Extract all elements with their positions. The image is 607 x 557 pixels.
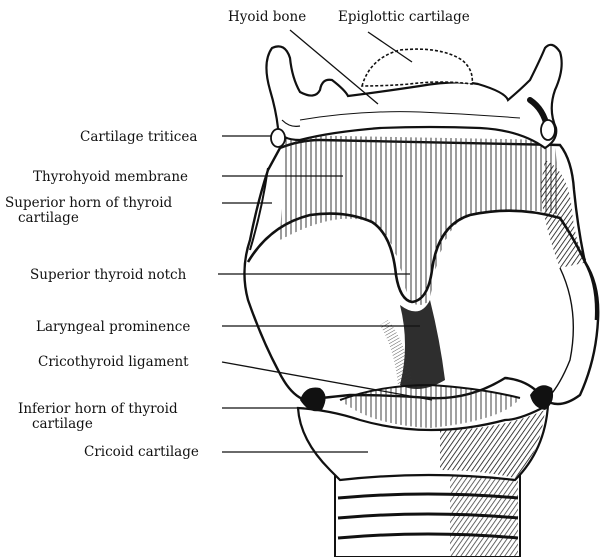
label-cricothyroid-ligament: Cricothyroid ligament — [38, 354, 189, 370]
triticea-left — [271, 129, 285, 147]
label-hyoid-bone: Hyoid bone — [228, 9, 306, 25]
label-superior-horn-line2: cartilage — [18, 210, 79, 226]
label-inferior-horn-line1: Inferior horn of thyroid — [18, 401, 178, 417]
label-laryngeal-prominence: Laryngeal prominence — [36, 319, 190, 335]
epiglottis-shape — [362, 49, 472, 86]
label-cartilage-triticea: Cartilage triticea — [80, 129, 197, 145]
label-inferior-horn-line2: cartilage — [32, 416, 93, 432]
larynx-illustration — [244, 45, 598, 557]
label-epiglottic-cartilage: Epiglottic cartilage — [338, 9, 470, 25]
label-superior-horn-line1: Superior horn of thyroid — [5, 195, 173, 211]
label-thyrohyoid-membrane: Thyrohyoid membrane — [33, 169, 188, 185]
trachea — [335, 470, 520, 557]
triticea-right — [541, 120, 555, 140]
label-superior-thyroid-notch: Superior thyroid notch — [30, 267, 187, 283]
label-cricoid-cartilage: Cricoid cartilage — [84, 444, 199, 460]
